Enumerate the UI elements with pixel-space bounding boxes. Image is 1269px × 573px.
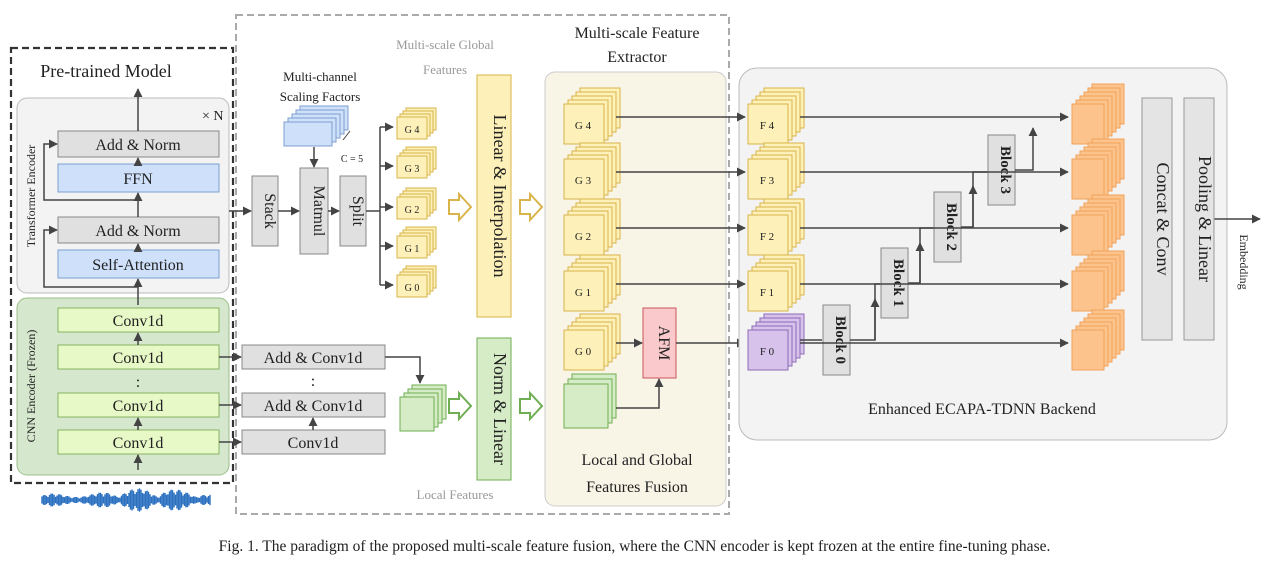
local-conv1d-box: [241, 429, 386, 455]
cnn-conv1d-label: Conv1d: [113, 350, 164, 367]
norm-linear-label: Norm & Linear: [490, 353, 510, 465]
global-hollow-arrow: [448, 191, 473, 223]
matmul-label: Matmul: [310, 186, 327, 237]
scaling-factors-label-1: Multi-channel: [283, 69, 357, 84]
local-input-stack: [563, 373, 617, 429]
split-label: Split: [349, 196, 366, 227]
embedding-label: Embedding: [1237, 234, 1251, 289]
ffn-label: FFN: [123, 171, 153, 188]
block-1-label: Block 1: [890, 259, 906, 307]
local-arrows: [219, 352, 425, 447]
concat-conv-label: Concat & Conv: [1153, 163, 1173, 276]
scaling-factors-label-2: Scaling Factors: [280, 89, 361, 104]
matmul-box: [299, 167, 329, 255]
block-2-box: [933, 191, 962, 263]
self-attention-label: Self-Attention: [92, 257, 184, 274]
add-conv1d-box: [241, 344, 386, 370]
backend-arrows: [800, 112, 1261, 348]
cnn-conv1d-label: Conv1d: [113, 435, 164, 452]
add-conv1d-label: Add & Conv1d: [264, 350, 363, 367]
local-dots: :: [311, 373, 315, 390]
transformer-encoder-label: Transformer Encoder: [24, 145, 38, 248]
norm-linear-box: [476, 337, 512, 481]
local-hollow-arrow: [448, 390, 473, 422]
add-norm-bottom-box: [57, 216, 220, 244]
scaling-factors-stack: [283, 105, 351, 147]
global-feature-label: G 0: [405, 283, 420, 294]
block-3-label: Block 3: [997, 146, 1013, 194]
add-conv1d-box: [241, 392, 386, 418]
block-2-label: Block 2: [943, 203, 959, 251]
extractor-feature-label: G 0: [575, 346, 592, 358]
split-box: [339, 175, 367, 247]
extractor-feature-stacks: G 4 G 3 G 2 G 1 G 0: [563, 87, 621, 371]
pretrained-model-region: [9, 46, 235, 485]
fusion-label-2: Features Fusion: [586, 479, 688, 496]
global-arrows: [229, 122, 394, 290]
self-attention-box: [57, 249, 220, 279]
add-norm-bottom-label: Add & Norm: [95, 223, 181, 240]
backend-feature-label: F 1: [760, 287, 774, 299]
backend-feature-label: F 2: [760, 231, 774, 243]
cnn-conv-stack: [57, 307, 220, 455]
extractor-title-1: Multi-scale Feature: [575, 25, 700, 42]
global-feature-label: G 2: [405, 205, 420, 216]
waveform-icon: [41, 488, 211, 512]
block-0-label: Block 0: [832, 316, 848, 364]
pooling-linear-label: Pooling & Linear: [1195, 156, 1215, 282]
global-feature-label: G 3: [405, 164, 420, 175]
extractor-feature-label: G 2: [575, 231, 591, 243]
global-feature-label: G 1: [405, 244, 420, 255]
local-feature-stack: [399, 384, 447, 432]
extractor-to-backend-arrows: [616, 112, 746, 289]
afm-box: [642, 307, 677, 379]
add-conv1d-label: Add & Conv1d: [264, 398, 363, 415]
local-conv1d-label: Conv1d: [288, 435, 339, 452]
global-to-extractor-arrow: [519, 191, 544, 223]
add-norm-top-label: Add & Norm: [95, 137, 181, 154]
global-features-heading-2: Features: [423, 62, 467, 77]
output-feature-stacks: [1071, 83, 1125, 371]
extractor-title-2: Extractor: [607, 49, 667, 66]
stack-label: Stack: [261, 193, 278, 229]
backend-feature-label: F 3: [760, 175, 775, 187]
afm-arrows: [616, 338, 746, 409]
pooling-linear-box: [1183, 97, 1215, 341]
backend-title: Enhanced ECAPA-TDNN Backend: [868, 401, 1096, 418]
global-feature-stacks: G 4 G 3 G 2 G 1 G 0: [396, 107, 437, 298]
backend-feature-label: F 4: [760, 120, 775, 132]
ffn-box: [57, 163, 220, 193]
linear-interp-label: Linear & Interpolation: [490, 115, 510, 278]
concat-conv-box: [1141, 97, 1173, 341]
local-features-heading: Local Features: [417, 487, 494, 502]
backend-feature-stacks: F 4 F 3 F 2 F 1 F 0: [747, 87, 805, 371]
cnn-conv1d-label: Conv1d: [113, 313, 164, 330]
local-to-extractor-arrow: [519, 390, 544, 422]
extractor-feature-label: G 4: [575, 120, 592, 132]
global-feature-label: G 4: [405, 125, 420, 136]
cnn-dots: :: [136, 374, 140, 391]
afm-label: AFM: [655, 326, 672, 361]
feature-branch-region: [235, 14, 730, 515]
backend-feature-label: F 0: [760, 346, 775, 358]
channel-count-label: C = 5: [341, 154, 363, 165]
block-3-box: [987, 134, 1016, 206]
pretrained-title: Pre-trained Model: [40, 61, 171, 81]
transformer-arrows: [43, 88, 143, 305]
cnn-encoder-label: CNN Encoder (Frozen): [24, 330, 38, 443]
extractor-feature-label: G 1: [575, 287, 591, 299]
repeat-n-label: × N: [202, 109, 224, 124]
cnn-conv1d-label: Conv1d: [113, 398, 164, 415]
fusion-label-1: Local and Global: [581, 452, 693, 469]
extractor-feature-label: G 3: [575, 175, 592, 187]
block-1-box: [880, 247, 909, 319]
linear-interp-box: [476, 74, 512, 318]
figure-caption: Fig. 1. The paradigm of the proposed mul…: [218, 538, 1051, 555]
global-features-heading-1: Multi-scale Global: [396, 37, 494, 52]
stack-box: [251, 175, 279, 247]
